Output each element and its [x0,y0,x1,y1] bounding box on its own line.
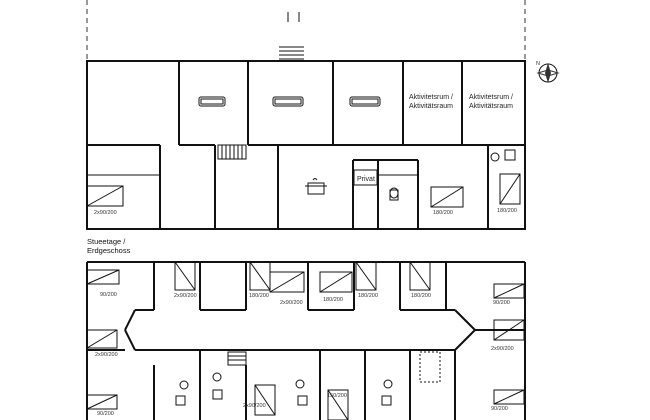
bed-label: 2x90/200 [280,300,303,306]
bed [254,384,276,416]
shower-icon [383,379,393,389]
bed [493,389,525,405]
bed-label: 180/200 [323,297,343,303]
bed-label: 180/200 [249,293,269,299]
shower-icon [490,152,500,162]
room-label-activity1-line1: Aktivitetsrum / [409,94,453,101]
room-label-activity1-line2: Aktivitätsraum [409,103,453,110]
stove-icon [305,178,327,195]
entrance-steps [279,46,304,60]
sofa-icon [198,96,226,107]
toilet-icon [381,395,392,406]
sofa-icon [349,96,381,107]
shower-icon [295,379,305,389]
bed-label: 90/200 [97,411,114,417]
room-label-private: Privat [357,176,375,183]
bed [86,329,118,349]
bed-label: 2x90/200 [95,352,118,358]
bed [493,319,525,341]
bed-label: 180/200 [358,293,378,299]
bed [86,269,120,285]
toilet-icon [504,149,516,161]
room-label-activity2-line2: Aktivitätsraum [469,103,513,110]
ground-floor [86,261,526,420]
bed-label: 150/200 [327,393,347,399]
toilet-icon [389,187,399,201]
bed [86,394,118,410]
bed [174,261,196,291]
bed-label: 2x90/200 [174,293,197,299]
svg-text:N: N [536,61,540,67]
bed [319,271,353,293]
shower-icon [212,372,222,382]
toilet-icon [297,395,308,406]
bed-label: 2x90/200 [491,346,514,352]
bed-label: 2x90/200 [243,403,266,409]
bed [355,261,377,291]
bed-label: 2x90/200 [94,210,117,216]
bed-label: 180/200 [433,210,453,216]
bed [499,173,521,205]
floor-label-line2: Erdgeschoss [87,246,131,255]
bed [409,261,431,291]
upper-floor [86,60,526,230]
compass-icon: N [536,61,560,83]
stairs-icon [217,144,247,160]
shower-icon [179,380,189,390]
bed [327,389,349,420]
room-label-activity2-line1: Aktivitetsrum / [469,94,513,101]
toilet-icon [212,389,223,400]
bed [249,261,271,291]
bed-label: 180/200 [411,293,431,299]
bed [86,185,124,207]
bed-label: 90/200 [493,300,510,306]
bed-label: 90/200 [100,292,117,298]
bed [269,271,305,293]
sofa-icon [272,96,304,107]
stairs-icon [227,351,247,366]
bed-label: 180/200 [497,208,517,214]
bed [493,283,525,299]
bed [430,186,464,208]
bed-label: 90/200 [491,406,508,412]
floor-label-line1: Stueetage / [87,237,126,246]
terrace-outline [86,0,526,60]
toilet-icon [175,395,186,406]
